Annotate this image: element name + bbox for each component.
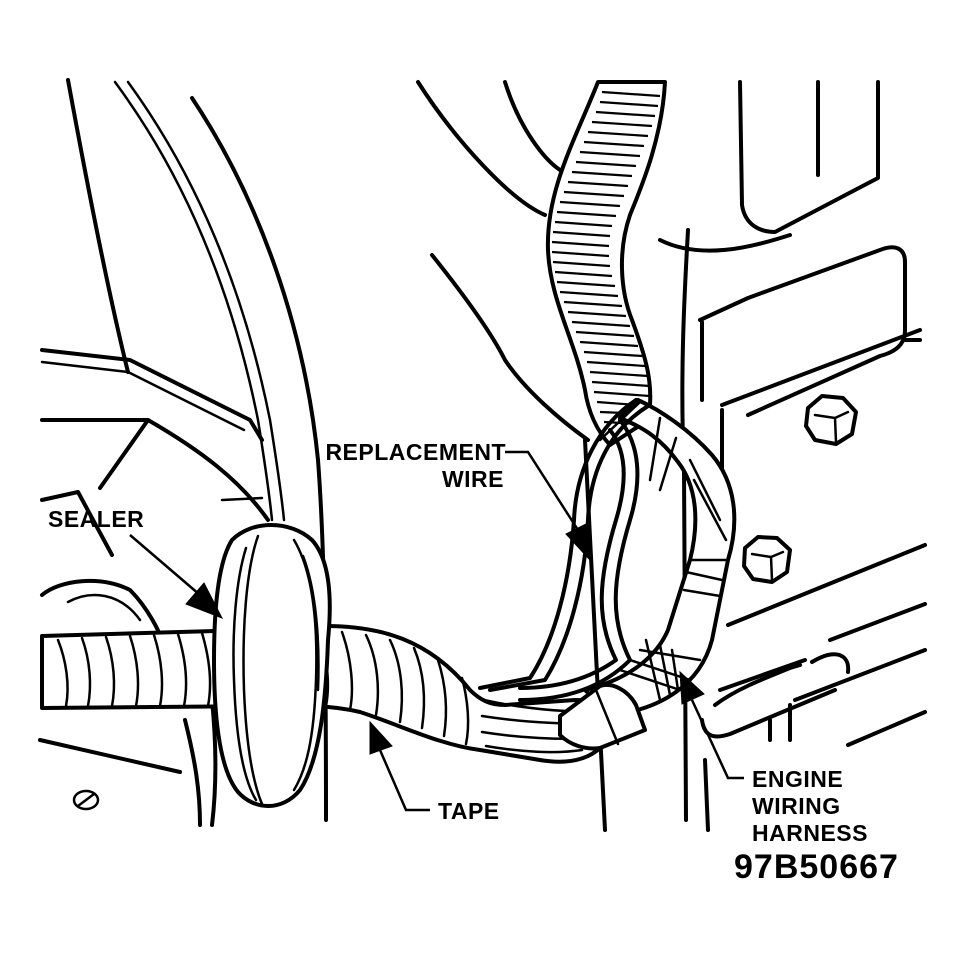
tape-label: TAPE [438, 798, 500, 824]
rivet-hole [72, 789, 100, 811]
lower-bolt [742, 535, 792, 584]
engine-harness-label-line2: WIRING [752, 793, 841, 819]
replacement-wire-label: REPLACEMENT WIRE [306, 439, 506, 493]
harness-arrowhead [679, 670, 705, 705]
engine-wiring-harness-label: ENGINE WIRING HARNESS [752, 766, 868, 847]
tape-arrowhead [369, 720, 393, 755]
figure-id: 97B50667 [734, 848, 899, 886]
taped-harness [40, 623, 647, 764]
sealer-arrowhead [185, 582, 224, 619]
replacement-wire-arrowhead [565, 522, 591, 562]
grommet-sealer [212, 523, 332, 808]
replacement-wire-label-line2: WIRE [441, 466, 504, 492]
corrugated-conduit [545, 80, 667, 447]
upper-bolt [804, 394, 858, 446]
sealer-label: SEALER [48, 506, 145, 532]
fender-panel-lines [38, 78, 328, 827]
engine-harness-label-line1: ENGINE [752, 766, 844, 792]
leader-lines [129, 450, 744, 812]
replacement-wire-label-line1: REPLACEMENT [325, 439, 506, 465]
engine-harness-label-line3: HARNESS [752, 820, 868, 846]
